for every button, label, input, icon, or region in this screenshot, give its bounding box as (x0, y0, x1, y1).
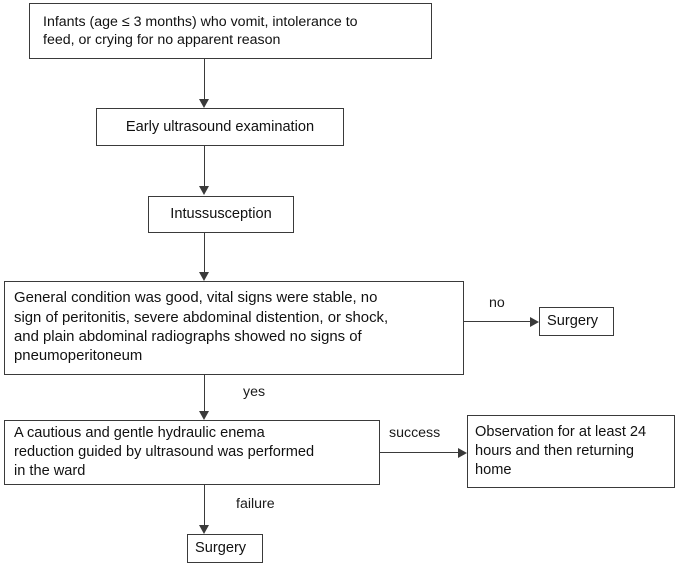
edge-label-yes: yes (243, 384, 266, 400)
node-surgery-no-branch: Surgery (539, 307, 614, 336)
edge-intussusception-to-condition-line (204, 233, 205, 272)
edge-enema-to-observation-line (380, 452, 463, 453)
edge-label-failure: failure (236, 496, 275, 512)
arrow-down-icon (199, 525, 209, 534)
edge-label-no: no (489, 295, 505, 311)
edge-ultrasound-to-intussusception-line (204, 146, 205, 187)
node-hydraulic-enema-reduction: A cautious and gentle hydraulic enema re… (4, 420, 380, 485)
node-condition-assessment: General condition was good, vital signs … (4, 281, 464, 375)
node-surgery-failure-branch: Surgery (187, 534, 263, 563)
node-symptoms: Infants (age ≤ 3 months) who vomit, into… (29, 3, 432, 59)
arrow-down-icon (199, 186, 209, 195)
arrow-down-icon (199, 411, 209, 420)
arrow-right-icon (530, 317, 539, 327)
arrow-down-icon (199, 272, 209, 281)
edge-enema-to-surgery-line (204, 485, 205, 525)
edge-condition-to-enema-line (204, 375, 205, 411)
node-early-ultrasound-examination: Early ultrasound examination (96, 108, 344, 146)
node-observation-and-discharge: Observation for at least 24 hours and th… (467, 415, 675, 488)
edge-symptoms-to-ultrasound-line (204, 59, 205, 100)
edge-condition-to-surgery-line (464, 321, 534, 322)
arrow-right-icon (458, 448, 467, 458)
arrow-down-icon (199, 99, 209, 108)
node-intussusception: Intussusception (148, 196, 294, 233)
edge-label-success: success (389, 425, 441, 441)
